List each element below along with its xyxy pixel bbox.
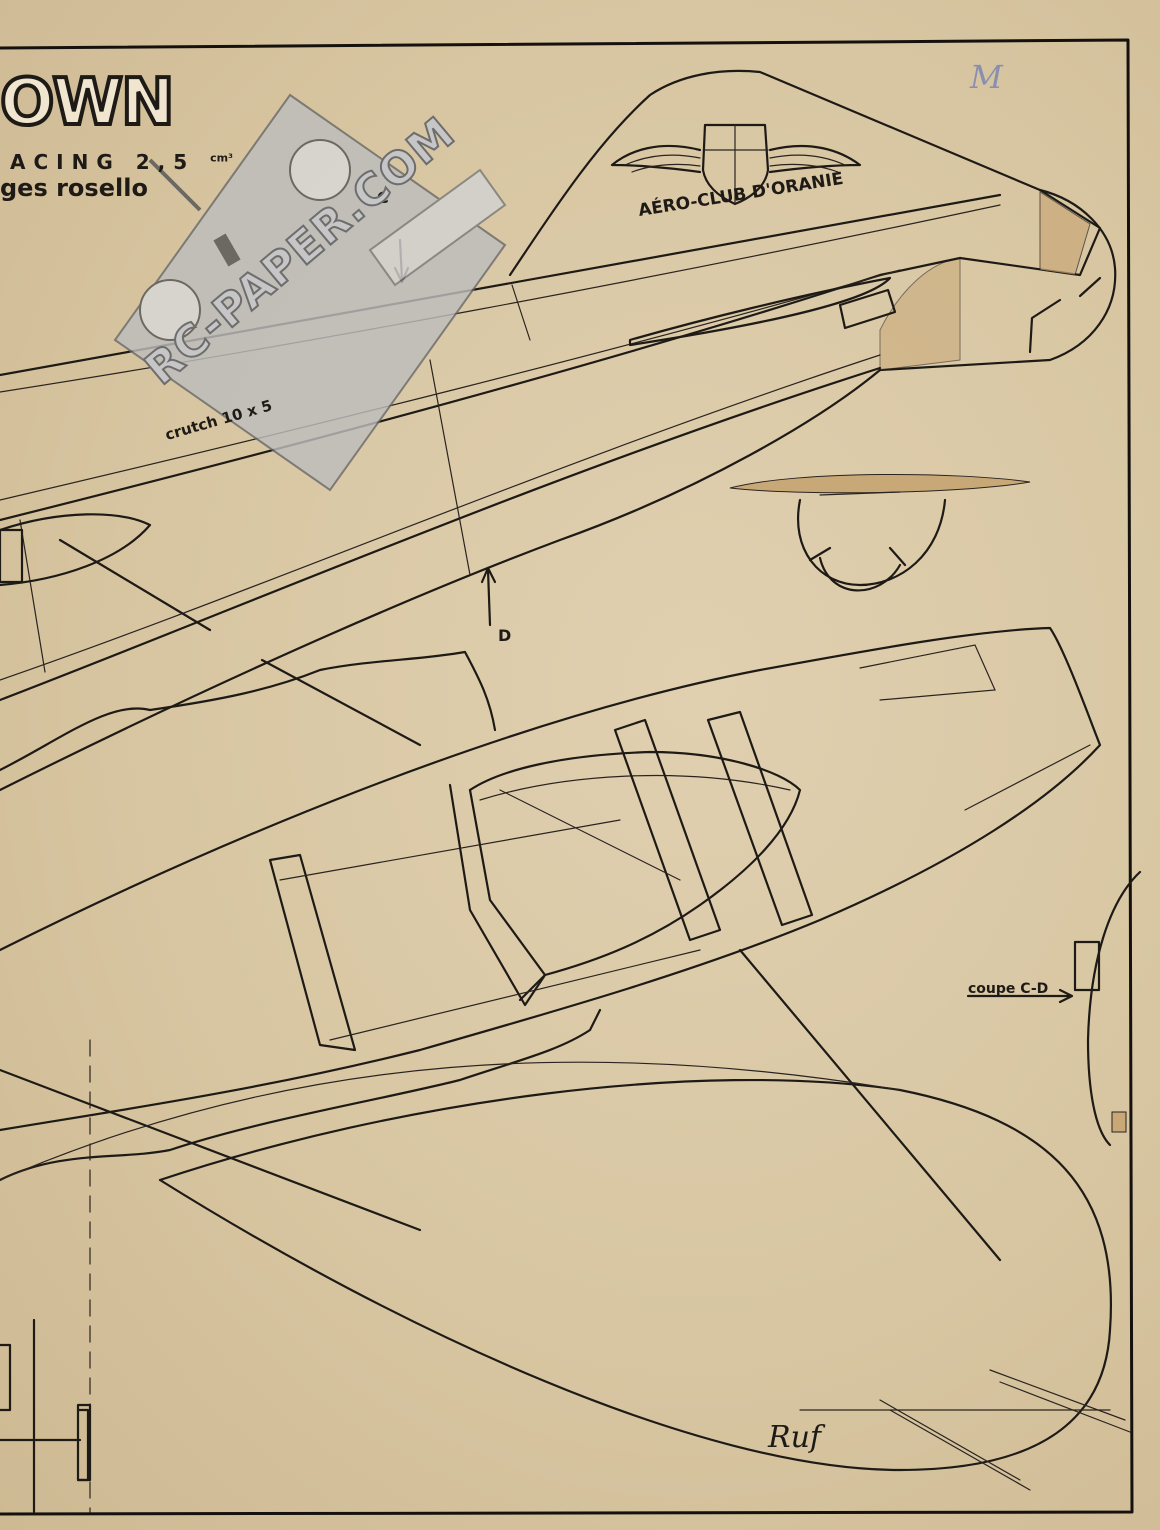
arrow-d [480,566,497,627]
wing-inner-line [859,644,996,701]
rudder-hinge-hatch [1039,191,1091,276]
coupe-label: coupe C-D [968,981,1049,997]
pushrod-spring [838,288,897,330]
plan-title: OWN [0,64,177,142]
fin-outline [508,69,1117,372]
cross-brace [499,789,681,881]
tailskid-hook [1028,276,1102,354]
crutch-line [0,366,882,702]
former-line-3 [19,519,46,673]
torn-edge [0,650,497,772]
stabilizer-section [628,276,892,347]
aileron-line-a [989,1369,1131,1433]
canopy-inner [479,774,791,801]
section-body [797,498,947,587]
coupe-section-outline [1086,870,1142,1147]
fuselage-lower-line [0,256,962,522]
former-b [613,718,722,942]
coupe-arrow [966,988,1074,1004]
former-c [706,710,814,927]
former-line-1 [429,359,471,576]
wing-upper-outline [0,626,1102,1132]
canopy-frame [448,783,547,1007]
rudder-line [958,188,1102,277]
tail-brace-1 [58,538,212,632]
radio-transmitter-icon [113,93,507,492]
section-disc [729,473,1031,494]
diagonal-strut-a [738,948,1002,1262]
tail-section-oval [0,513,152,587]
section-c-label: C [377,188,389,207]
section-hook [808,546,907,592]
torn-edge-lower [0,1008,602,1182]
tail-block [0,528,24,584]
fuselage-inner-line-a [0,204,1001,393]
former-a [268,853,357,1052]
wing-rib-line [964,744,1091,811]
tail-brace-2 [260,658,422,747]
gear-axle [0,1343,90,1482]
longeron-a [279,819,621,881]
coupe-hatch [1111,1111,1127,1133]
section-d-label: D [498,626,512,645]
section-center [819,491,901,496]
fuselage-bottom-line [0,368,882,792]
coupe-block [1073,940,1101,992]
club-crest-icon [701,123,770,206]
sheet-border [0,38,1134,1516]
plan-subtitle-class: ACING 2,5 cm³ [10,150,233,174]
wing-planform [158,1078,1112,1472]
former-line-2 [511,284,531,341]
corner-mark: M [970,58,1003,96]
diagonal-strut-b [0,1068,422,1232]
fuselage-inner-line-b [0,269,901,501]
canopy-outline [468,750,802,1002]
plan-author: ges rosello [0,174,148,202]
aileron-line-b [879,1399,1031,1491]
wings-icon [610,144,862,174]
artist-signature: Ruf [768,1420,822,1455]
crutch-inner [0,354,881,681]
wing-chord-line [0,1061,901,1181]
wheel-hub [76,1403,92,1482]
longeron-b [329,949,701,1041]
